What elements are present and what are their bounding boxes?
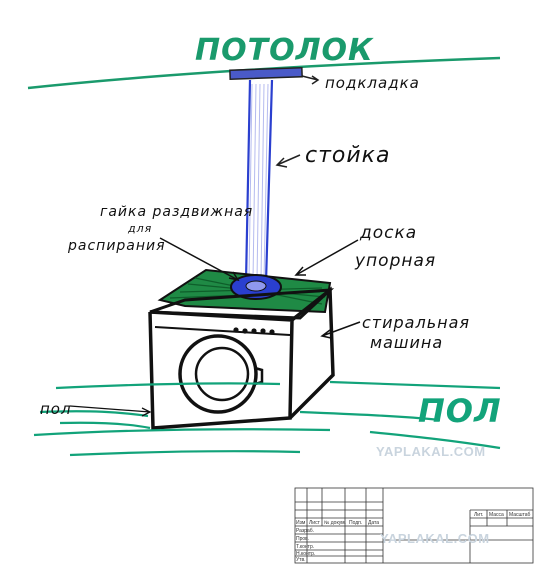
title-block bbox=[294, 487, 534, 564]
nut-label-line2: для bbox=[127, 222, 152, 235]
pad-arrow bbox=[301, 75, 320, 85]
washer-label-line2: машина bbox=[370, 333, 443, 352]
stamp-header-lit: Лит. bbox=[474, 512, 483, 518]
stamp-cell-podp: Подп. bbox=[349, 520, 362, 526]
control-panel-line bbox=[154, 326, 291, 336]
floor-label-small: пол bbox=[40, 400, 72, 418]
washer-label-line1: стиральная bbox=[362, 313, 470, 332]
post bbox=[244, 79, 274, 283]
stamp-header-massa: Масса bbox=[489, 512, 504, 518]
title-block-text: Изм Лист № докум. Подп. Дата Разраб. Про… bbox=[296, 512, 531, 563]
stamp-row-utv: Утв. bbox=[296, 557, 306, 563]
stamp-row-tkontr: Т.контр. bbox=[296, 544, 314, 550]
stamp-cell-data: Дата bbox=[368, 520, 379, 526]
nut-inner bbox=[245, 280, 267, 292]
floor-label-big: ПОЛ bbox=[418, 392, 502, 430]
washer-door bbox=[178, 334, 258, 414]
stamp-row-prov: Пров. bbox=[296, 536, 309, 542]
watermark-bottom: YAPLAKAL.COM bbox=[380, 531, 490, 546]
nut-label-line1: гайка раздвижная bbox=[100, 204, 253, 220]
stamp-cell-list: Лист bbox=[309, 520, 321, 526]
pad-label: подкладка bbox=[325, 74, 420, 92]
board-arrow bbox=[294, 239, 359, 276]
board-label-line2: упорная bbox=[354, 251, 436, 271]
post-label: стойка bbox=[305, 143, 390, 168]
washer-door-inner bbox=[194, 346, 250, 402]
board-label-line1: доска bbox=[359, 223, 417, 243]
nut-label-line3: распирания bbox=[67, 238, 166, 254]
floor-arrow bbox=[69, 405, 152, 417]
floor-lines bbox=[33, 380, 501, 457]
stamp-row-nkontr: Н.контр. bbox=[296, 551, 315, 557]
stamp-cell-doc: № докум. bbox=[324, 520, 346, 526]
post-fill bbox=[248, 83, 269, 281]
stamp-header-masshtab: Масштаб bbox=[509, 512, 531, 518]
ceiling-label: ПОТОЛОК bbox=[195, 33, 374, 68]
ceiling-pad bbox=[229, 66, 303, 81]
watermark-top: YAPLAKAL.COM bbox=[376, 444, 486, 459]
stamp-row-razrab: Разраб. bbox=[296, 528, 314, 534]
stamp-cell-izm: Изм bbox=[296, 520, 306, 526]
nut-arrow bbox=[159, 237, 240, 282]
washer-arrow bbox=[320, 321, 361, 339]
post-arrow bbox=[275, 154, 301, 168]
